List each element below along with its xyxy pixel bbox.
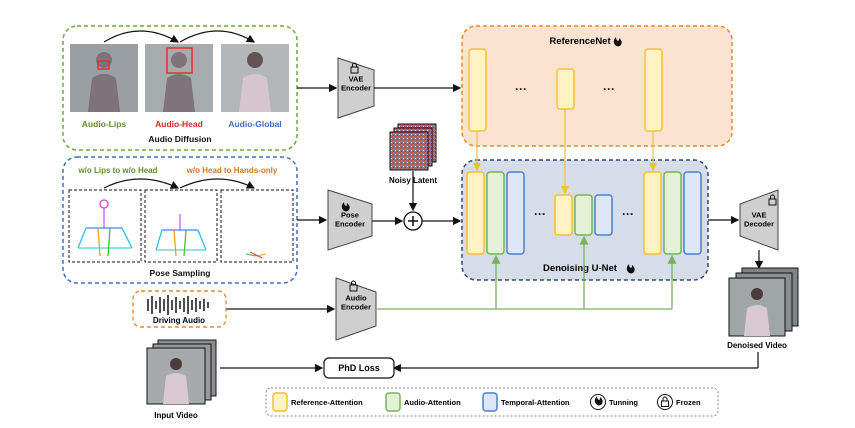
ref-block-1: [468, 48, 487, 132]
pose-label-head-to-hands: w/o Head to Hands-only: [186, 166, 278, 175]
reference-net: ReferenceNet ··· ···: [461, 25, 733, 147]
fire-icon: [341, 202, 350, 212]
lips-highlight-box: [97, 60, 110, 70]
ref-block-3: [644, 48, 663, 132]
unet-temporal-attn-1: [506, 171, 525, 255]
phd-loss-box: PhD Loss: [323, 357, 395, 379]
audio-diffusion-title: Audio Diffusion: [148, 134, 211, 144]
denoised-video-label: Denoised Video: [727, 341, 787, 350]
legend-fire-icon: [590, 394, 606, 410]
pose-frame-1: [68, 189, 142, 263]
plus-node: [403, 211, 423, 231]
unet-ref-attn-3: [643, 171, 662, 255]
legend: Reference-Attention Audio-Attention Temp…: [265, 387, 719, 417]
unet-audio-attn-1: [486, 171, 505, 255]
audio-attention-links: [376, 235, 677, 310]
unet-ref-attn-1: [466, 171, 485, 255]
input-video-label: Input Video: [154, 411, 198, 420]
ref-ellipsis-2: ···: [603, 82, 615, 96]
legend-label-frozen: Frozen: [676, 398, 701, 407]
pose-sampling-title: Pose Sampling: [150, 268, 211, 278]
legend-lock-icon: [657, 394, 673, 410]
audio-lips-label: Audio-Lips: [82, 119, 127, 129]
denoising-unet: ··· ··· Denoising U-Net: [461, 159, 709, 281]
head-highlight-box: [166, 47, 193, 74]
flow-arrows: [220, 83, 764, 373]
denoised-video-stack: Denoised Video: [727, 267, 799, 350]
audio-global-label: Audio-Global: [228, 119, 281, 129]
ref-block-2: [556, 68, 575, 110]
unet-ellipsis-1: ···: [534, 207, 546, 221]
lock-icon: [349, 280, 358, 292]
driving-audio: Driving Audio: [132, 290, 227, 328]
driving-audio-label: Driving Audio: [153, 316, 205, 325]
pose-frame-3: [220, 189, 294, 263]
lock-icon: [768, 194, 777, 206]
fire-icon: [613, 37, 622, 47]
reference-net-title: ReferenceNet: [549, 36, 611, 47]
input-video-stack: Input Video: [146, 339, 217, 420]
pose-skeleton-1: [77, 199, 133, 257]
legend-swatch-reference: [272, 392, 288, 412]
unet-audio-attn-2: [574, 194, 593, 236]
reference-attention-links: [472, 109, 658, 195]
unet-audio-attn-3: [663, 171, 682, 255]
legend-label-tunning: Tunning: [609, 398, 638, 407]
unet-temporal-attn-2: [594, 194, 613, 236]
fire-icon: [626, 264, 635, 274]
pose-sampling-panel: w/o Lips to w/o Head w/o Head to Hands-o…: [62, 156, 298, 284]
waveform-icon: [147, 295, 209, 315]
legend-label-temporal: Temporal-Attention: [501, 398, 570, 407]
unet-temporal-attn-3: [683, 171, 702, 255]
lock-icon: [350, 62, 359, 74]
legend-label-reference: Reference-Attention: [291, 398, 363, 407]
legend-swatch-audio: [385, 392, 401, 412]
unet-ref-attn-2: [554, 194, 573, 236]
legend-label-audio: Audio-Attention: [404, 398, 461, 407]
denoising-unet-title: Denoising U-Net: [543, 263, 618, 274]
audio-diffusion-panel: Audio-Lips Audio-Head Audio-Global Audio…: [62, 25, 298, 151]
noisy-latent-stack: Noisy Latent: [389, 123, 437, 185]
pose-frame-2: [144, 189, 218, 263]
ref-ellipsis-1: ···: [515, 82, 527, 96]
pose-label-lips-to-head: w/o Lips to w/o Head: [77, 166, 157, 175]
pose-skeleton-3: [245, 251, 267, 259]
phd-loss-label: PhD Loss: [338, 363, 380, 373]
pose-skeleton-2: [155, 214, 207, 257]
legend-swatch-temporal: [482, 392, 498, 412]
unet-ellipsis-2: ···: [622, 207, 634, 221]
audio-head-label: Audio-Head: [155, 119, 203, 129]
